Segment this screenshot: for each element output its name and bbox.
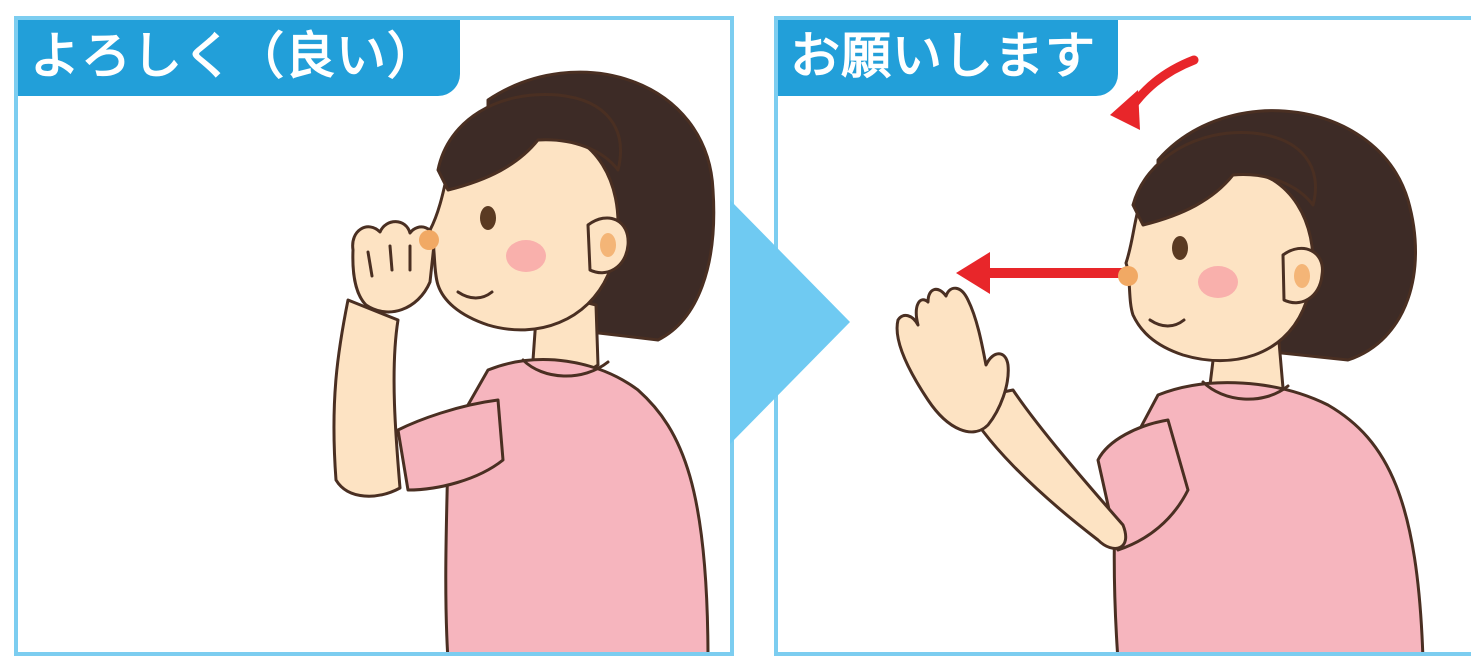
panel-onegaishimasu: お願いします	[774, 16, 1471, 656]
shirt	[1112, 381, 1425, 652]
woman-open-palm-illustration	[895, 55, 1425, 652]
neckline	[1201, 380, 1290, 401]
ear-inner	[1294, 264, 1310, 288]
shirt	[444, 358, 710, 652]
woman-fist-at-nose-illustration	[332, 70, 716, 652]
ear-inner	[600, 233, 616, 257]
blush	[1198, 266, 1238, 298]
sleeve	[396, 398, 505, 492]
curved-arrow-head	[1110, 90, 1140, 130]
nose-dot	[419, 230, 439, 250]
panel-label-yoroshiku: よろしく（良い）	[18, 20, 460, 96]
eye	[1172, 236, 1188, 260]
hair-fringe	[1131, 130, 1317, 227]
straight-arrow-head	[956, 252, 990, 294]
forearm	[332, 298, 402, 498]
straight-motion-arrow	[983, 268, 1131, 278]
nose-dot	[1118, 266, 1138, 286]
sleeve	[1096, 418, 1190, 552]
neckline	[521, 358, 610, 378]
forearm	[961, 388, 1128, 550]
panel-yoroshiku: よろしく（良い）	[14, 16, 734, 656]
eye	[480, 206, 496, 230]
blush	[506, 240, 546, 272]
panel-label-onegaishimasu: お願いします	[778, 20, 1118, 96]
mouth	[1148, 318, 1186, 328]
hair-fringe	[436, 92, 622, 192]
mouth	[456, 290, 494, 300]
open-palm	[895, 286, 1010, 434]
